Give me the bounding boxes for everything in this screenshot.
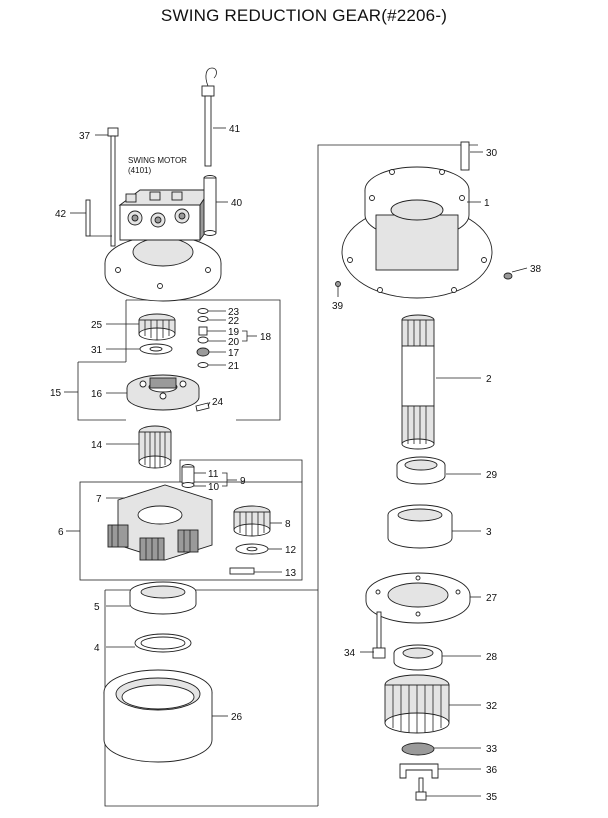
diagram-title: SWING REDUCTION GEAR(#2206-) [160,6,448,25]
callout-2: 2 [486,374,492,385]
callout-17: 17 [228,348,240,359]
callout-29: 29 [486,470,498,481]
part-35-bolt [415,777,427,801]
callout-1: 1 [484,198,490,209]
callout-27: 27 [486,593,498,604]
swing-motor-code: (4101) [128,166,151,175]
part-34-bolt [372,611,386,659]
callout-35: 35 [486,792,498,803]
part-22 [197,316,209,322]
part-20 [197,336,209,344]
callouts: 37 41 40 42 30 1 38 39 2 29 3 27 34 28 3… [50,124,542,803]
carrier-1-frame [126,299,281,421]
callout-3: 3 [486,527,492,538]
group-frames [77,144,478,807]
callout-16: 16 [91,389,103,400]
callout-5: 5 [94,602,100,613]
part-27-cover [365,572,471,624]
part-16-carrier [126,374,200,411]
callout-24: 24 [212,397,224,408]
part-37-bolt [107,127,119,247]
part-4-ring [134,633,192,653]
callout-23: 23 [228,307,240,318]
callout-15: 15 [50,388,62,399]
callout-20: 20 [228,337,240,348]
callout-40: 40 [231,198,243,209]
part-19 [198,326,208,336]
callout-21: 21 [228,361,240,372]
part-28-seal [393,644,443,671]
callout-12: 12 [285,545,297,556]
part-40-pipe [203,175,217,236]
callout-41: 41 [229,124,241,135]
part-32-pinion [384,674,450,734]
part-2-pinion-shaft [401,314,435,450]
part-12-washer [235,543,269,555]
callout-22: 22 [228,316,240,327]
part-41-dipstick [201,67,217,167]
callout-33: 33 [486,744,498,755]
part-7-carrier [107,484,213,561]
part-1-housing [341,166,493,299]
part-13-pin [229,567,255,575]
part-14-sun-gear [138,425,172,469]
part-33-plate [401,742,435,756]
callout-34: 34 [344,648,356,659]
callout-42: 42 [55,209,67,220]
part-11-10-pin [181,464,195,488]
callout-13: 13 [285,568,297,579]
planet-parts-stack [196,308,210,368]
callout-30: 30 [486,148,498,159]
part-26-ring-gear [103,669,213,763]
part-3-bearing [387,504,453,549]
callout-9: 9 [240,476,246,487]
part-36-lock-plate [399,763,439,779]
callout-26: 26 [231,712,243,723]
part-21 [197,362,209,368]
part-42-pin [85,199,112,237]
part-5-bearing [129,581,197,615]
callout-7: 7 [96,494,102,505]
callout-37: 37 [79,131,91,142]
part-8-planet-gear [233,505,271,537]
callout-18: 18 [260,332,272,343]
swing-motor-name: SWING MOTOR [128,156,187,165]
shaft-group-frame [317,144,478,806]
part-30-pin [460,141,470,171]
swing-motor: SWING MOTOR (4101) [104,156,222,302]
callout-38: 38 [530,264,542,275]
callout-4: 4 [94,643,100,654]
callout-25: 25 [91,320,103,331]
callout-28: 28 [486,652,498,663]
callout-8: 8 [285,519,291,530]
part-23 [197,308,209,314]
callout-32: 32 [486,701,498,712]
callout-39: 39 [332,301,344,312]
part-24-pin [195,402,210,412]
callout-10: 10 [208,482,220,493]
part-38-plug [503,272,513,280]
callout-6: 6 [58,527,64,538]
leader-lines [64,127,528,797]
callout-36: 36 [486,765,498,776]
part-17 [196,347,210,357]
callout-19: 19 [228,327,240,338]
callout-31: 31 [91,345,103,356]
part-31-washer [139,343,173,355]
part-25-sun-gear [138,313,176,341]
part-29-seal [396,456,446,485]
part-39-plug [335,281,341,287]
callout-11: 11 [208,469,219,480]
callout-14: 14 [91,440,103,451]
